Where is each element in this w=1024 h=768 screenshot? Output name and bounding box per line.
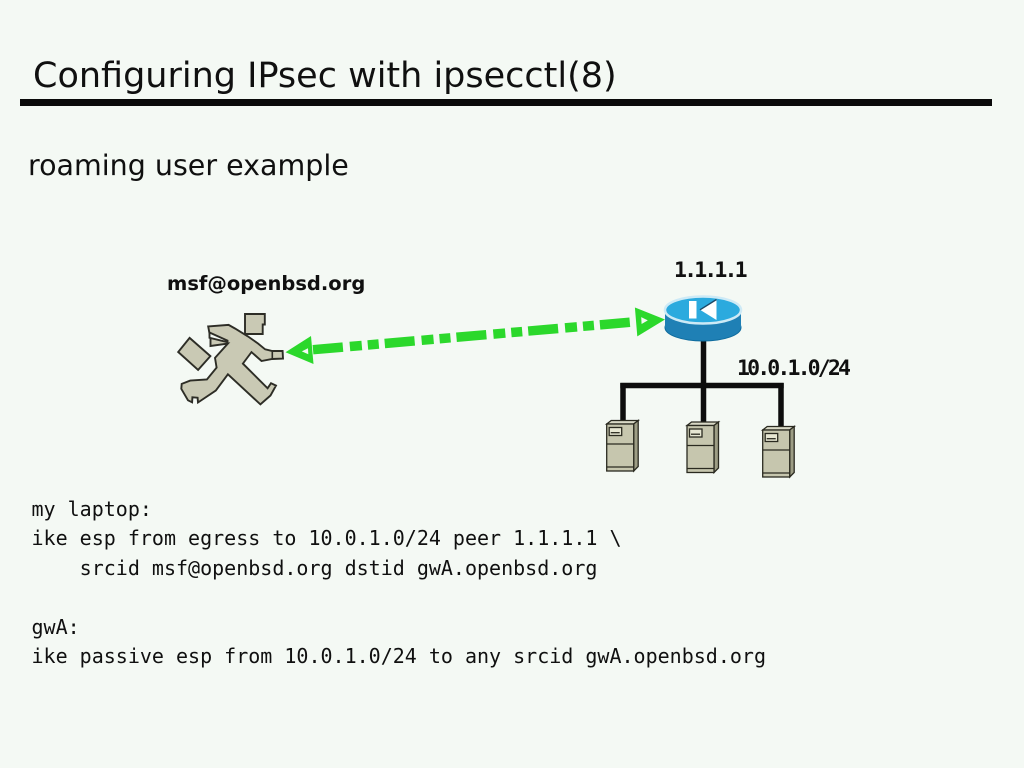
person-body: [180, 323, 284, 406]
person-briefcase: [176, 336, 212, 372]
arrow-dashed-shaft: [312, 316, 642, 355]
person-arm-gap: [208, 331, 229, 344]
title-rule: [20, 99, 992, 106]
running-person-icon: [176, 313, 284, 406]
network-cables: [620, 339, 784, 431]
arrowhead-left-notch: [301, 348, 309, 355]
config-code-block: my laptop: ike esp from egress to 10.0.1…: [32, 495, 767, 671]
server-icon-1: [606, 419, 639, 472]
code-line: my laptop:: [31, 497, 152, 521]
router-glyph-bar: [689, 301, 697, 319]
network-cidr-label: 10.0.1.0/24: [737, 355, 851, 381]
gateway-ip-label: 1.1.1.1: [674, 258, 748, 283]
router-icon: [663, 295, 743, 342]
arrowhead-left: [285, 336, 314, 364]
slide-subtitle: roaming user example: [28, 148, 349, 182]
router-glyph-edge: [699, 298, 717, 311]
arrowhead-right: [634, 307, 665, 337]
code-line: srcid msf@openbsd.org dstid gwA.openbsd.…: [31, 555, 598, 580]
code-line: [32, 583, 767, 612]
arrowhead-right-notch: [641, 317, 648, 324]
server-icon-2: [686, 421, 720, 474]
code-line: ike passive esp from 10.0.1.0/24 to any …: [31, 643, 767, 668]
code-line: ike esp from egress to 10.0.1.0/24 peer …: [31, 526, 622, 551]
slide-title: Configuring IPsec with ipsecctl(8): [33, 55, 617, 96]
router-glyph-triangle: [700, 299, 717, 320]
person-head: [244, 313, 266, 335]
code-line: gwA:: [31, 614, 80, 639]
vpn-arrow-icon: [285, 307, 665, 364]
roaming-user-label: msf@openbsd.org: [167, 272, 366, 296]
server-icon-3: [762, 425, 795, 478]
